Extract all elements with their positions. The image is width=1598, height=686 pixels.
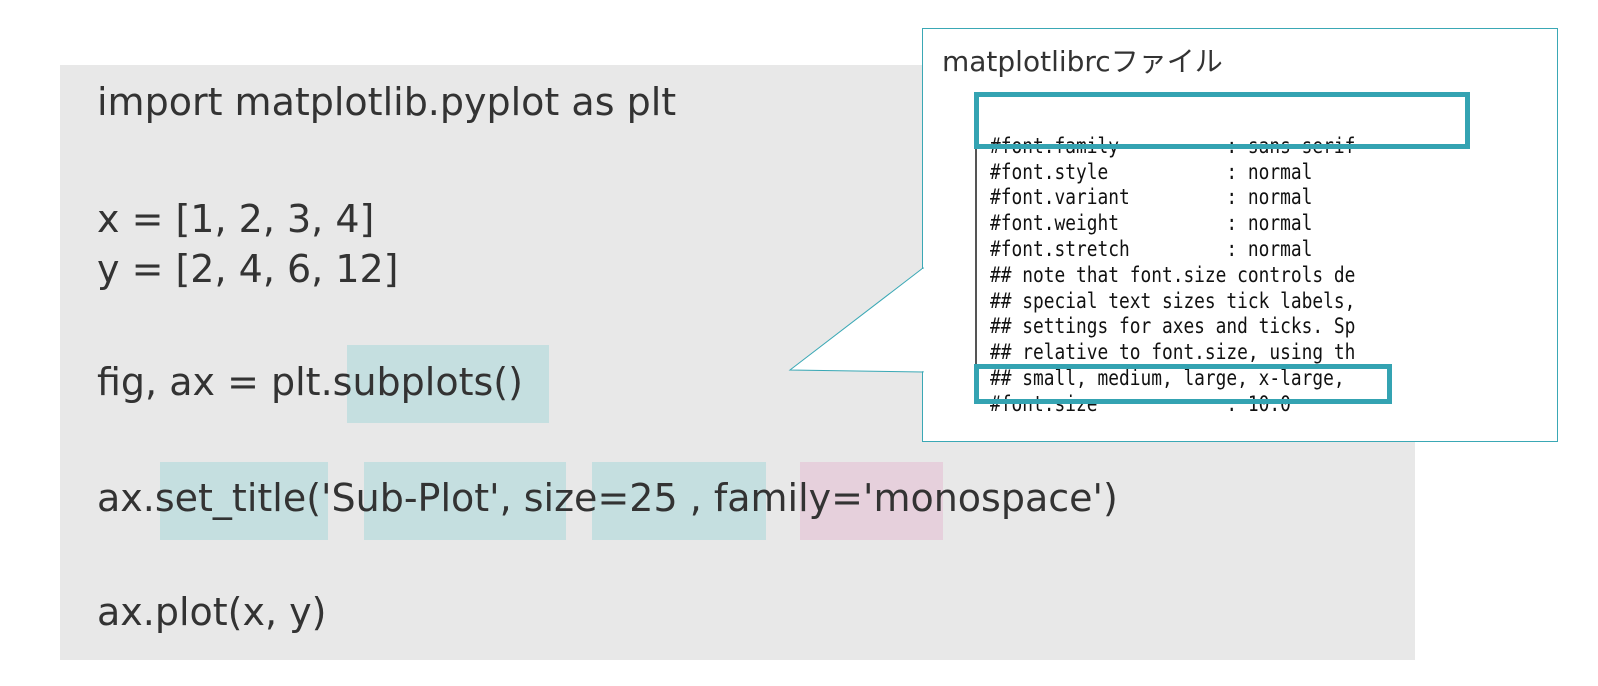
highlight-frame-font-family <box>974 92 1470 149</box>
rc-line: #font.weight : normal <box>990 211 1313 236</box>
highlight-family <box>800 462 943 540</box>
rc-line: ## special text sizes tick labels, <box>990 288 1356 313</box>
code-line-x: x = [1, 2, 3, 4] <box>97 197 375 241</box>
rc-line: ## note that font.size controls de <box>990 262 1356 287</box>
rc-line: ## settings for axes and ticks. Sp <box>990 314 1356 339</box>
rc-line: #font.variant : normal <box>990 185 1313 210</box>
callout-box <box>922 28 1558 442</box>
highlight-sub-plot <box>364 462 566 540</box>
highlight-size <box>592 462 766 540</box>
code-line-subplots: fig, ax = plt.subplots() <box>97 360 523 404</box>
rc-line: #font.stretch : normal <box>990 236 1313 261</box>
code-line-y: y = [2, 4, 6, 12] <box>97 247 399 291</box>
code-line-import: import matplotlib.pyplot as plt <box>97 80 677 124</box>
highlight-subplots <box>347 345 549 423</box>
highlight-set-title <box>160 462 328 540</box>
rc-line: #font.style : normal <box>990 159 1313 184</box>
rc-line: ## relative to font.size, using th <box>990 340 1356 365</box>
highlight-frame-font-size <box>974 364 1392 404</box>
screenshot-edge <box>975 148 977 365</box>
callout-title: matplotlibrcファイル <box>942 45 1223 78</box>
code-line-plot: ax.plot(x, y) <box>97 590 327 634</box>
matplotlibrc-excerpt: #font.family : sans-serif#font.style : n… <box>990 108 1355 443</box>
rc-line: ## small, medium, large, x-large, <box>990 365 1345 390</box>
code-line-set-title: ax.set_title('Sub-Plot', size=25 , famil… <box>97 476 1118 520</box>
